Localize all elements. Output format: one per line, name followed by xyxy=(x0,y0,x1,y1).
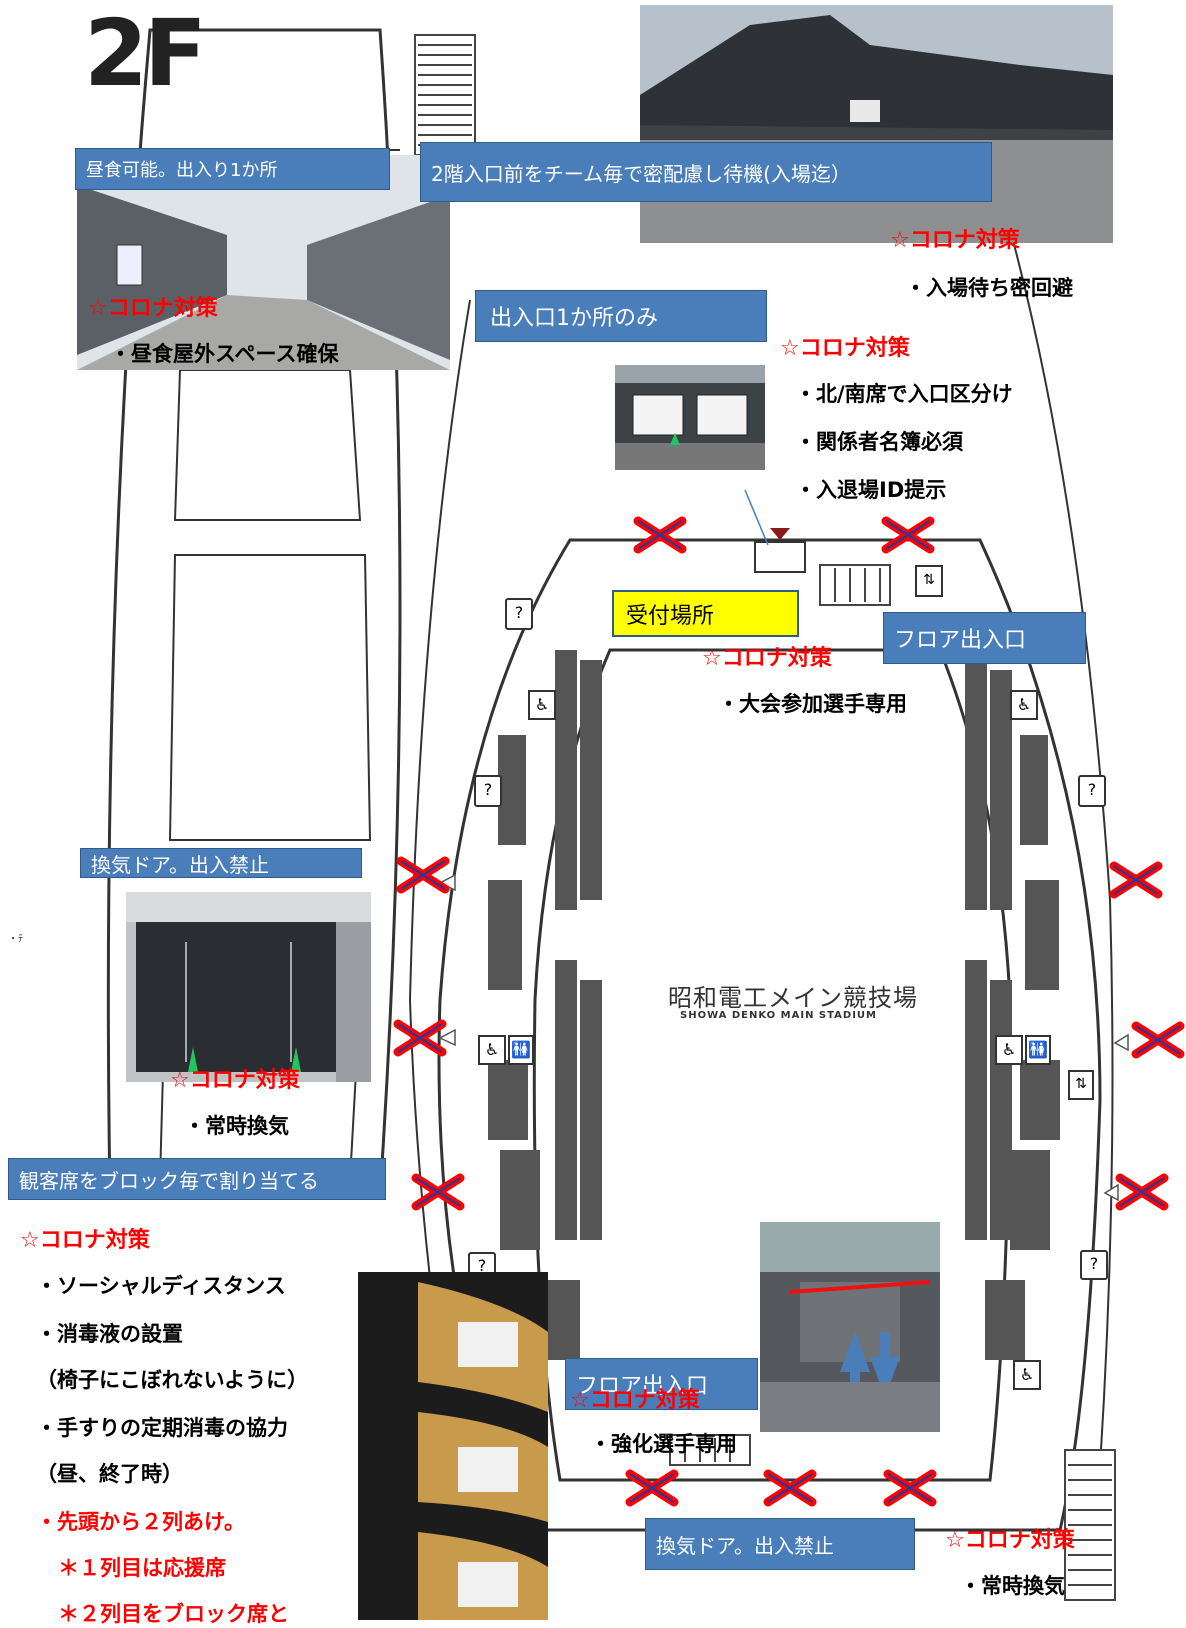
wheelchair-icon: ♿ xyxy=(1010,690,1038,720)
west-seating xyxy=(488,650,602,1360)
note-vent-west-1: ・常時換気 xyxy=(184,1114,289,1138)
north-stairs xyxy=(414,34,476,156)
info-sign-icon: ? xyxy=(474,775,502,807)
corona-heading-floor-south: ☆コロナ対策 xyxy=(570,1388,700,1413)
corona-heading-lunch: ☆コロナ対策 xyxy=(88,296,218,321)
pointer-arrow xyxy=(744,489,769,546)
floor-label: 2F xyxy=(84,0,207,107)
stadium-name-en: SHOWA DENKO MAIN STADIUM xyxy=(680,1010,877,1021)
seat-signs-photo xyxy=(358,1272,548,1620)
note-seats-5: （昼、終了時） xyxy=(36,1462,183,1486)
note-seats-4: ・手すりの定期消毒の協力 xyxy=(36,1416,288,1440)
note-seats-3: （椅子にこぼれないように） xyxy=(36,1368,309,1392)
note-reception-1: ・大会参加選手専用 xyxy=(718,692,907,716)
note-vent-south-1: ・常時換気 xyxy=(960,1574,1065,1598)
reception-boards-photo xyxy=(615,365,765,470)
note-seats-red-3: ＊２列目をブロック席と xyxy=(58,1602,289,1626)
south-inner-stairs xyxy=(669,1434,751,1466)
stray-text: ・ﾃ xyxy=(8,934,23,945)
restroom-icon: 🚻 xyxy=(1025,1035,1051,1065)
note-lunch-1: ・昼食屋外スペース確保 xyxy=(110,342,339,366)
floor-entrance-south-label: フロア出入口 xyxy=(565,1358,758,1410)
corona-heading-vent-south: ☆コロナ対策 xyxy=(945,1528,1075,1553)
vent-door-south-label: 換気ドア。出入禁止 xyxy=(645,1518,915,1570)
restroom-icon: ♿ xyxy=(995,1035,1023,1065)
single-entrance-label: 出入口1か所のみ xyxy=(475,290,767,342)
ventilation-doors-photo xyxy=(126,892,371,1082)
wheelchair-icon: ♿ xyxy=(1013,1360,1041,1390)
north-inner-stairs xyxy=(819,564,891,606)
reception-label: 受付場所 xyxy=(612,590,799,637)
note-seats-2: ・消毒液の設置 xyxy=(36,1322,183,1346)
stadium-name-jp: 昭和電工メイン競技場 xyxy=(668,984,918,1012)
info-sign-icon: ? xyxy=(1080,1250,1108,1280)
restroom-icon: ♿ xyxy=(478,1035,506,1065)
info-sign-icon: ? xyxy=(1078,775,1106,807)
corona-heading-entrance: ☆コロナ対策 xyxy=(780,336,910,361)
walkway-photo xyxy=(77,155,450,370)
vent-door-west-label: 換気ドア。出入禁止 xyxy=(80,848,362,878)
note-entrance-2: ・関係者名簿必須 xyxy=(795,430,963,454)
note-seats-red-1: ・先頭から２列あけ。 xyxy=(36,1510,245,1534)
restroom-icon: 🚻 xyxy=(508,1035,534,1065)
building-exterior-photo xyxy=(640,5,1113,243)
elevator-icon: ⇅ xyxy=(1068,1070,1094,1100)
lunch-area-label: 昼食可能。出入り1か所 xyxy=(75,148,390,190)
waiting-area-label: 2階入口前をチーム毎で密配慮し待機(入場迄） xyxy=(420,142,992,202)
entrance-marker-icon xyxy=(770,528,790,540)
seat-blocks-label: 観客席をブロック毎で割り当てる xyxy=(8,1158,386,1200)
corona-heading-waiting: ☆コロナ対策 xyxy=(890,228,1020,253)
note-floor-south-1: ・強化選手専用 xyxy=(590,1432,737,1456)
info-sign-icon: ? xyxy=(505,598,533,630)
gate-box xyxy=(754,541,806,573)
wheelchair-icon: ♿ xyxy=(528,690,556,720)
south-east-stairs xyxy=(1064,1449,1116,1601)
elevator-icon: ⇅ xyxy=(915,565,943,597)
corona-heading-seats: ☆コロナ対策 xyxy=(20,1228,150,1253)
note-seats-red-2: ＊１列目は応援席 xyxy=(58,1556,226,1580)
note-entrance-3: ・入退場ID提示 xyxy=(795,478,947,502)
note-waiting-1: ・入場待ち密回避 xyxy=(905,276,1073,300)
east-seating xyxy=(965,650,1060,1360)
corona-heading-reception: ☆コロナ対策 xyxy=(702,646,832,671)
floor-entrance-north-label: フロア出入口 xyxy=(883,612,1086,664)
corona-heading-vent-west: ☆コロナ対策 xyxy=(170,1068,300,1093)
note-seats-1: ・ソーシャルディスタンス xyxy=(36,1274,286,1298)
note-entrance-1: ・北/南席で入口区分け xyxy=(795,382,1013,406)
floor-stairs-photo xyxy=(760,1222,940,1432)
